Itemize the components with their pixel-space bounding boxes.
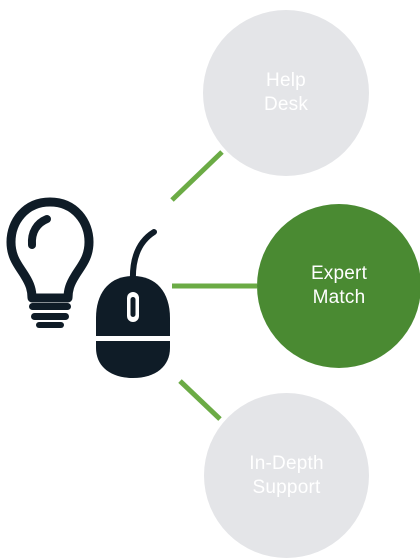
node-expert-match-line-1: Expert — [310, 263, 368, 284]
node-help-desk-line-2: Desk — [263, 94, 309, 115]
connector-help-desk — [170, 150, 224, 202]
node-help-desk-label: Help Desk — [264, 69, 308, 117]
node-expert-match-line-2: Match — [312, 287, 366, 308]
node-in-depth-support-line-2: Support — [252, 476, 321, 498]
lightbulb-icon — [6, 197, 94, 328]
node-expert-match[interactable]: Expert Match — [257, 204, 420, 368]
connector-in-depth-support — [178, 379, 222, 421]
node-in-depth-support-line-1: In-Depth — [249, 452, 324, 474]
computer-mouse-icon — [96, 229, 170, 378]
node-help-desk-line-1: Help — [266, 70, 306, 91]
node-expert-match-label: Expert Match — [311, 262, 367, 310]
node-help-desk[interactable]: Help Desk — [203, 10, 369, 176]
node-in-depth-support[interactable]: In-Depth Support — [204, 393, 369, 558]
node-in-depth-support-label: In-Depth Support — [249, 452, 323, 500]
